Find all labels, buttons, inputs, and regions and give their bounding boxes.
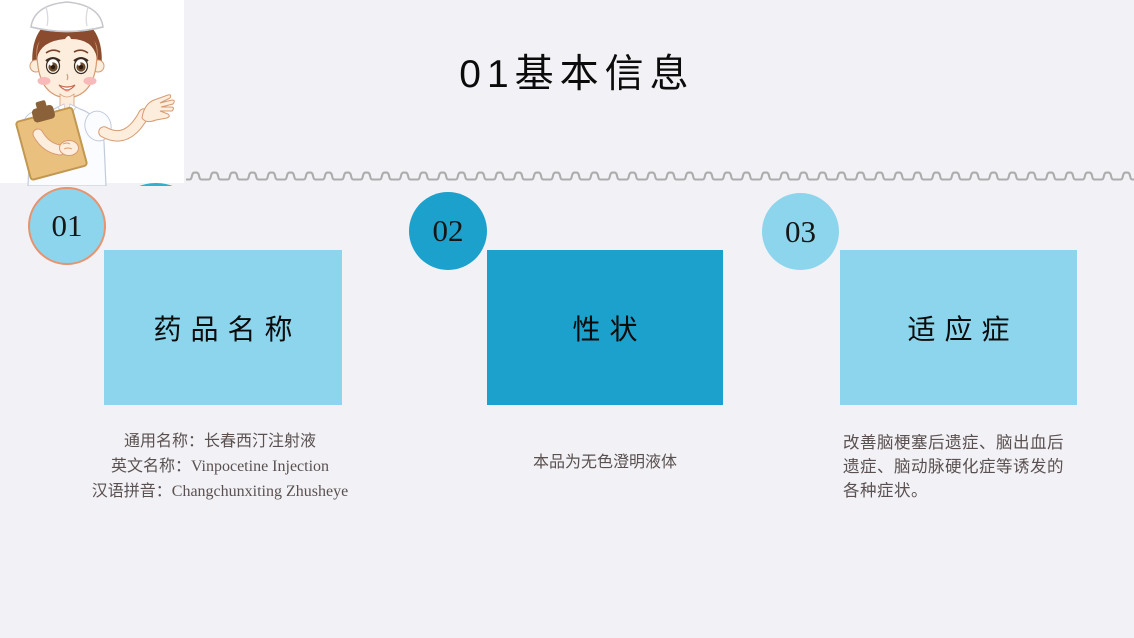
heading-box-indications: 适应症 xyxy=(840,250,1077,405)
step-number: 01 xyxy=(51,208,83,243)
step-circle-02: 02 xyxy=(409,192,487,270)
step-number: 03 xyxy=(785,213,816,249)
description-indications: 改善脑梗塞后遗症、脑出血后遗症、脑动脉硬化症等诱发的各种症状。 xyxy=(843,431,1077,503)
heading-label: 药品名称 xyxy=(153,314,302,346)
heading-box-drug-name: 药品名称 xyxy=(104,250,342,405)
description-drug-name: 通用名称：长春西汀注射液英文名称：Vinpocetine Injection 汉语… xyxy=(54,429,386,504)
heading-box-properties: 性状 xyxy=(487,250,723,405)
page-title: 01基本信息 xyxy=(459,53,695,97)
nurse-cartoon-icon xyxy=(15,1,183,211)
description-line: 英文名称：Vinpocetine Injection xyxy=(110,458,330,475)
description-line: 改善脑梗塞后遗症、脑出血后遗症、脑动脉硬化症等诱发的各种症状。 xyxy=(843,433,1064,500)
nurse-illustration-panel xyxy=(0,0,184,211)
description-line: 汉语拼音：Changchunxiting Zhusheye xyxy=(91,483,349,500)
zigzag-divider xyxy=(186,168,1134,182)
heading-label: 性状 xyxy=(572,314,647,346)
step-circle-03: 03 xyxy=(762,193,839,270)
description-line: 本品为无色澄明液体 xyxy=(532,454,677,471)
step-circle-01: 01 xyxy=(28,187,106,265)
step-number: 02 xyxy=(432,213,464,248)
heading-label: 适应症 xyxy=(907,314,1019,346)
description-properties: 本品为无色澄明液体 xyxy=(487,452,723,474)
description-line: 通用名称：长春西汀注射液 xyxy=(123,433,316,450)
